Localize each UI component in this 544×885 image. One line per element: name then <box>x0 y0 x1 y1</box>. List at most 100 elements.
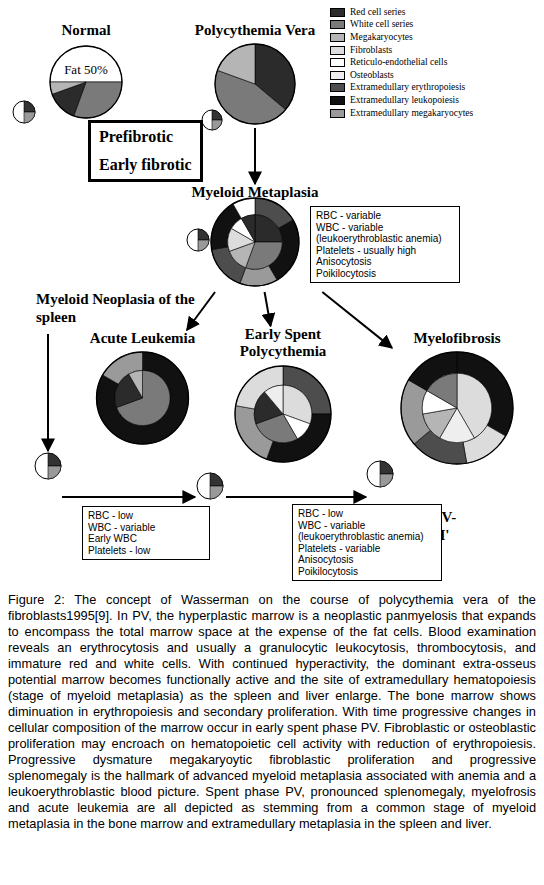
spleen-pie <box>197 473 223 499</box>
stage-box: PrefibroticEarly fibrotic <box>88 120 203 182</box>
pie-segment <box>97 352 189 444</box>
spleen-pie <box>367 461 393 487</box>
pie-segment <box>50 82 86 94</box>
box-text: Prefibrotic <box>99 128 192 146</box>
pie-segment <box>129 370 143 398</box>
box-text: Anisocytosis <box>298 554 436 566</box>
legend-swatch <box>330 20 345 29</box>
legend-text: White cell series <box>350 19 413 30</box>
blood-box: RBC - lowWBC - variableEarly WBCPlatelet… <box>82 506 210 560</box>
box-text: Platelets - variable <box>298 543 436 555</box>
small-pie <box>367 461 393 487</box>
pie-wedge <box>24 112 35 123</box>
stage-title: Acute Leukemia <box>85 330 200 347</box>
box-text: RBC - low <box>298 508 436 520</box>
box-text: Poikilocytosis <box>316 268 454 280</box>
legend-swatch <box>330 96 345 105</box>
pie-chart <box>392 330 522 470</box>
pie-chart <box>180 184 330 292</box>
pie-label: Fat 50% <box>40 62 132 77</box>
pie-outline <box>211 198 299 286</box>
legend-row: Extramedullary erythropoiesis <box>330 82 473 95</box>
box-text: Early WBC <box>88 533 204 545</box>
box-text: Platelets - usually high <box>316 245 454 257</box>
pie-wedge <box>212 120 222 130</box>
pie-wedge <box>198 240 209 251</box>
stage-label: Myeloid Neoplasia of the spleen <box>36 290 216 326</box>
pie-outline <box>401 352 513 464</box>
box-text: WBC - variable (leukoerythroblastic anem… <box>298 520 436 543</box>
pie-wedge <box>212 110 222 120</box>
small-pie <box>13 101 35 123</box>
legend-text: Extramedullary erythropoiesis <box>350 82 465 93</box>
pie-chart <box>85 330 200 450</box>
stage-pie: Acute Leukemia <box>85 330 200 450</box>
legend-text: Extramedullary leukopoiesis <box>350 95 459 106</box>
pie-wedge <box>48 466 61 479</box>
box-text: RBC - low <box>88 510 204 522</box>
pie-wedge <box>24 101 35 112</box>
pie-segment <box>427 373 457 408</box>
spleen-pie <box>35 453 61 479</box>
legend-row: Reticulo-endothelial cells <box>330 56 473 69</box>
small-pie <box>202 110 222 130</box>
pie-outline <box>97 352 189 444</box>
legend-swatch <box>330 83 345 92</box>
legend-row: Red cell series <box>330 6 473 19</box>
legend-text: Red cell series <box>350 7 405 18</box>
legend-text: Megakaryocytes <box>350 32 413 43</box>
box-text: WBC - variable (leukoerythroblastic anem… <box>316 222 454 245</box>
pie-outline <box>50 46 122 118</box>
stage-title: Normal <box>40 22 132 39</box>
box-text: Anisocytosis <box>316 256 454 268</box>
small-pie <box>35 453 61 479</box>
pie-segment <box>255 215 282 242</box>
spleen-pie <box>202 110 222 130</box>
stage-pie: Early Spent Polycythemia <box>222 326 344 466</box>
stage-pie: NormalFat 50% <box>40 22 132 122</box>
legend-row: Extramedullary leukopoiesis <box>330 94 473 107</box>
stage-title: Myelofibrosis <box>392 330 522 347</box>
small-pie <box>197 473 223 499</box>
box-text: Early fibrotic <box>99 156 192 174</box>
progression-arrow <box>226 496 366 498</box>
stage-pie: Myelofibrosis <box>392 330 522 470</box>
legend-swatch <box>330 8 345 17</box>
stage-pie: Myeloid Metaplasia <box>180 184 330 292</box>
legend-swatch <box>330 71 345 80</box>
legend-text: Extramedullary megakaryocytes <box>350 108 473 119</box>
pie-segment <box>241 215 255 242</box>
pie-wedge <box>210 486 223 499</box>
pie-outline <box>235 366 331 462</box>
flow-arrow <box>254 128 256 184</box>
progression-arrow <box>47 334 49 451</box>
pie-wedge <box>48 453 61 466</box>
legend: Red cell seriesWhite cell seriesMegakary… <box>330 6 473 119</box>
pie-wedge <box>210 473 223 486</box>
progression-arrow <box>62 496 195 498</box>
figure-caption: Figure 2: The concept of Wasserman on th… <box>8 592 536 832</box>
stage-pie: Polycythemia Vera <box>185 22 325 128</box>
box-text: WBC - variable <box>88 522 204 534</box>
box-text: Platelets - low <box>88 545 204 557</box>
pie-wedge <box>198 229 209 240</box>
legend-swatch <box>330 109 345 118</box>
small-pie <box>187 229 209 251</box>
spleen-pie <box>187 229 209 251</box>
pie-outline <box>215 44 295 124</box>
pie-segment <box>217 44 255 84</box>
legend-row: Fibroblasts <box>330 44 473 57</box>
legend-text: Fibroblasts <box>350 45 392 56</box>
legend-row: Osteoblasts <box>330 69 473 82</box>
legend-row: Megakaryocytes <box>330 31 473 44</box>
stage-title: Early Spent Polycythemia <box>222 326 344 360</box>
pie-segment <box>264 385 283 414</box>
box-text: RBC - variable <box>316 210 454 222</box>
pie-wedge <box>380 474 393 487</box>
legend-swatch <box>330 58 345 67</box>
box-text: Poikilocytosis <box>298 566 436 578</box>
legend-swatch <box>330 33 345 42</box>
stage-title: Myeloid Metaplasia <box>180 184 330 201</box>
spleen-pie <box>13 101 35 123</box>
